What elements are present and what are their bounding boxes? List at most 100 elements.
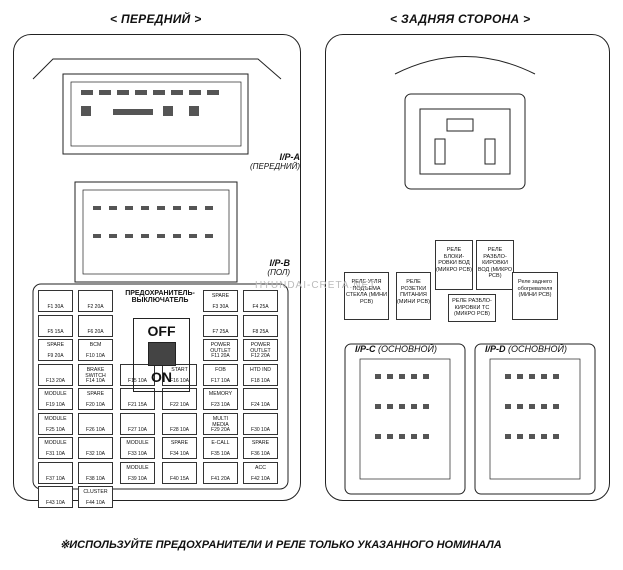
fuse-f8: F8 25A: [243, 314, 278, 337]
relay-rear-defog: Реле заднего обогревателя (МИНИ РСВ): [512, 272, 558, 320]
fuse-f17: FOB F17 10A: [203, 363, 238, 386]
front-connectors-drawing: [32, 58, 289, 490]
relay-trunk-unlock: РЕЛЕ РАЗБЛО-КИРОВКИ ТС (МИКРО РСВ): [448, 294, 496, 322]
fuse-rating: F27 10A: [128, 426, 147, 433]
fuse-f36: SPARE F36 10A: [243, 437, 278, 459]
fuse-rating: F24 10A: [251, 402, 270, 408]
fuse-rating: F25 10A: [46, 426, 65, 433]
fuse-f26: F26 10A: [78, 412, 113, 435]
fuse-f35: E-CALL F35 10A: [203, 437, 238, 459]
fuse-rating: F38 10A: [86, 475, 105, 482]
fuse-f23: MEMORY F23 10A: [203, 388, 238, 410]
fuse-label: SPARE: [251, 440, 270, 446]
fuse-f6: F6 20A: [78, 314, 113, 337]
fuse-rating: F23 10A: [211, 402, 230, 408]
fuse-f19: MODULE F19 10A: [38, 388, 73, 410]
fuse-rating: F16 10A: [170, 377, 189, 384]
fuse-f20: SPARE F20 10A: [78, 388, 113, 410]
fuse-rating: F14 10A: [86, 377, 105, 384]
fuse-rating: F28 10A: [170, 426, 189, 433]
fuse-rating: F8 25A: [252, 328, 269, 335]
fuse-label: SPARE: [170, 440, 189, 446]
relay-window-lift: РЕЛЕ УГЛЯ ПОДЪЕМА СТЕКЛА (МИНИ РСВ): [344, 272, 389, 320]
fuse-label: START: [171, 366, 188, 373]
fuse-rating: F31 10A: [46, 451, 65, 457]
fuse-f32: F32 10A: [78, 437, 113, 459]
fuse-label: MEMORY: [208, 391, 233, 397]
fuse-rating: F40 15A: [170, 475, 189, 482]
relay-door-unlock: РЕЛЕ РАЗБЛО-КИРОВКИ ВОД (МИКРО РСВ): [476, 240, 514, 290]
fuse-f5: F5 15A: [38, 314, 73, 337]
ipc-label: I/P-C (ОСНОВНОЙ): [355, 344, 437, 354]
fuse-f34: SPARE F34 10A: [162, 437, 197, 459]
fuse-rating: F34 10A: [170, 451, 189, 457]
fuse-label: SPARE: [211, 293, 230, 299]
fuse-f2: F2 20A: [78, 290, 113, 312]
fuse-rating: F11 20A: [211, 353, 230, 359]
ipa-label: I/P-A(ПЕРЕДНИЙ): [250, 152, 300, 171]
fuse-label: ACC: [255, 464, 266, 471]
fuse-rating: F26 10A: [86, 426, 105, 433]
fuse-rating: F1 30A: [47, 304, 64, 310]
fuse-label: MODULE: [44, 415, 67, 422]
fuse-rating: F30 10A: [251, 426, 270, 433]
fuse-rating: F21 15A: [128, 402, 147, 408]
fuse-rating: F42 10A: [251, 475, 270, 482]
fuse-f16: START F16 10A: [162, 363, 197, 386]
fuse-label: SPARE: [86, 391, 105, 397]
fuse-f28: F28 10A: [162, 412, 197, 435]
watermark: HYUNDAI-CRETA.NET: [255, 280, 377, 291]
switch-handle[interactable]: [147, 342, 176, 366]
fuse-rating: F7 25A: [212, 328, 229, 335]
ipb-label: I/P-B(ПОЛ): [267, 258, 290, 277]
front-header: < ПЕРЕДНИЙ >: [110, 12, 202, 26]
fuse-label: SPARE: [46, 342, 65, 348]
fuse-rating: F9 20A: [47, 353, 64, 359]
fuse-f37: F37 10A: [38, 461, 73, 484]
fuse-rating: F15 10A: [128, 377, 147, 384]
fuse-f30: F30 10A: [243, 412, 278, 435]
fuse-rating: F12 20A: [251, 353, 270, 359]
fuse-label: MODULE: [44, 391, 67, 397]
fuse-label: BRAKE SWITCH: [85, 366, 106, 379]
fuse-rating: F4 25A: [252, 304, 269, 310]
fuse-label: E-CALL: [211, 440, 230, 446]
fuse-label: POWER OUTLET: [210, 342, 231, 354]
fuse-label: BCM: [89, 342, 102, 348]
fuse-rating: F41 20A: [211, 475, 230, 482]
fuse-f42: ACC F42 10A: [243, 461, 278, 484]
fuse-rating: F36 10A: [251, 451, 270, 457]
fuse-label: MODULE: [126, 440, 149, 446]
fuse-rating: F35 10A: [211, 451, 230, 457]
fuse-rating: F17 10A: [211, 377, 230, 384]
fuse-rating: F19 10A: [46, 402, 65, 408]
fuse-switch[interactable]: OFF ON: [133, 318, 190, 392]
fuse-rating: F20 10A: [86, 402, 105, 408]
fuse-f21: F21 15A: [120, 388, 155, 410]
fuse-f4: F4 25A: [243, 290, 278, 312]
fuse-rating: F18 10A: [251, 377, 270, 384]
fuse-f22: F22 10A: [162, 388, 197, 410]
fuse-rating: F29 20A: [211, 426, 230, 433]
fuse-f7: F7 25A: [203, 314, 238, 337]
fuse-label: MODULE: [44, 440, 67, 446]
fuse-rating: F5 15A: [47, 328, 64, 335]
fuse-f15: F15 10A: [120, 363, 155, 386]
fuse-rating: F39 10A: [128, 475, 147, 482]
fuse-f31: MODULE F31 10A: [38, 437, 73, 459]
fuse-rating: F2 20A: [87, 304, 104, 310]
fuse-f13: F13 20A: [38, 363, 73, 386]
fuse-f41: F41 20A: [203, 461, 238, 484]
fuse-f24: F24 10A: [243, 388, 278, 410]
fuse-label: FOB: [215, 366, 226, 373]
fuse-rating: F44 10A: [86, 500, 105, 506]
fuse-f27: F27 10A: [120, 412, 155, 435]
fuse-f25: MODULE F25 10A: [38, 412, 73, 435]
